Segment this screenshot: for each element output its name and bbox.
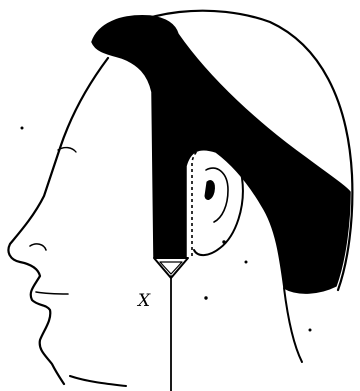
- speckle-dot: [309, 329, 311, 331]
- hair-region: [92, 16, 350, 293]
- nostril: [30, 244, 46, 250]
- triangle-marker: [154, 258, 188, 278]
- ear-canal: [205, 180, 214, 199]
- mouth-line: [36, 292, 68, 294]
- dashed-ear-contour: [192, 146, 214, 256]
- marker-label-x: X: [136, 291, 151, 311]
- speckle-dot: [21, 127, 23, 129]
- face-profile: [8, 58, 108, 384]
- neck-back: [284, 288, 302, 362]
- speckle-dot: [223, 241, 225, 243]
- neck-front: [70, 376, 126, 386]
- eye: [58, 148, 76, 152]
- speckle-dot: [205, 297, 207, 299]
- speckle-dot: [245, 261, 247, 263]
